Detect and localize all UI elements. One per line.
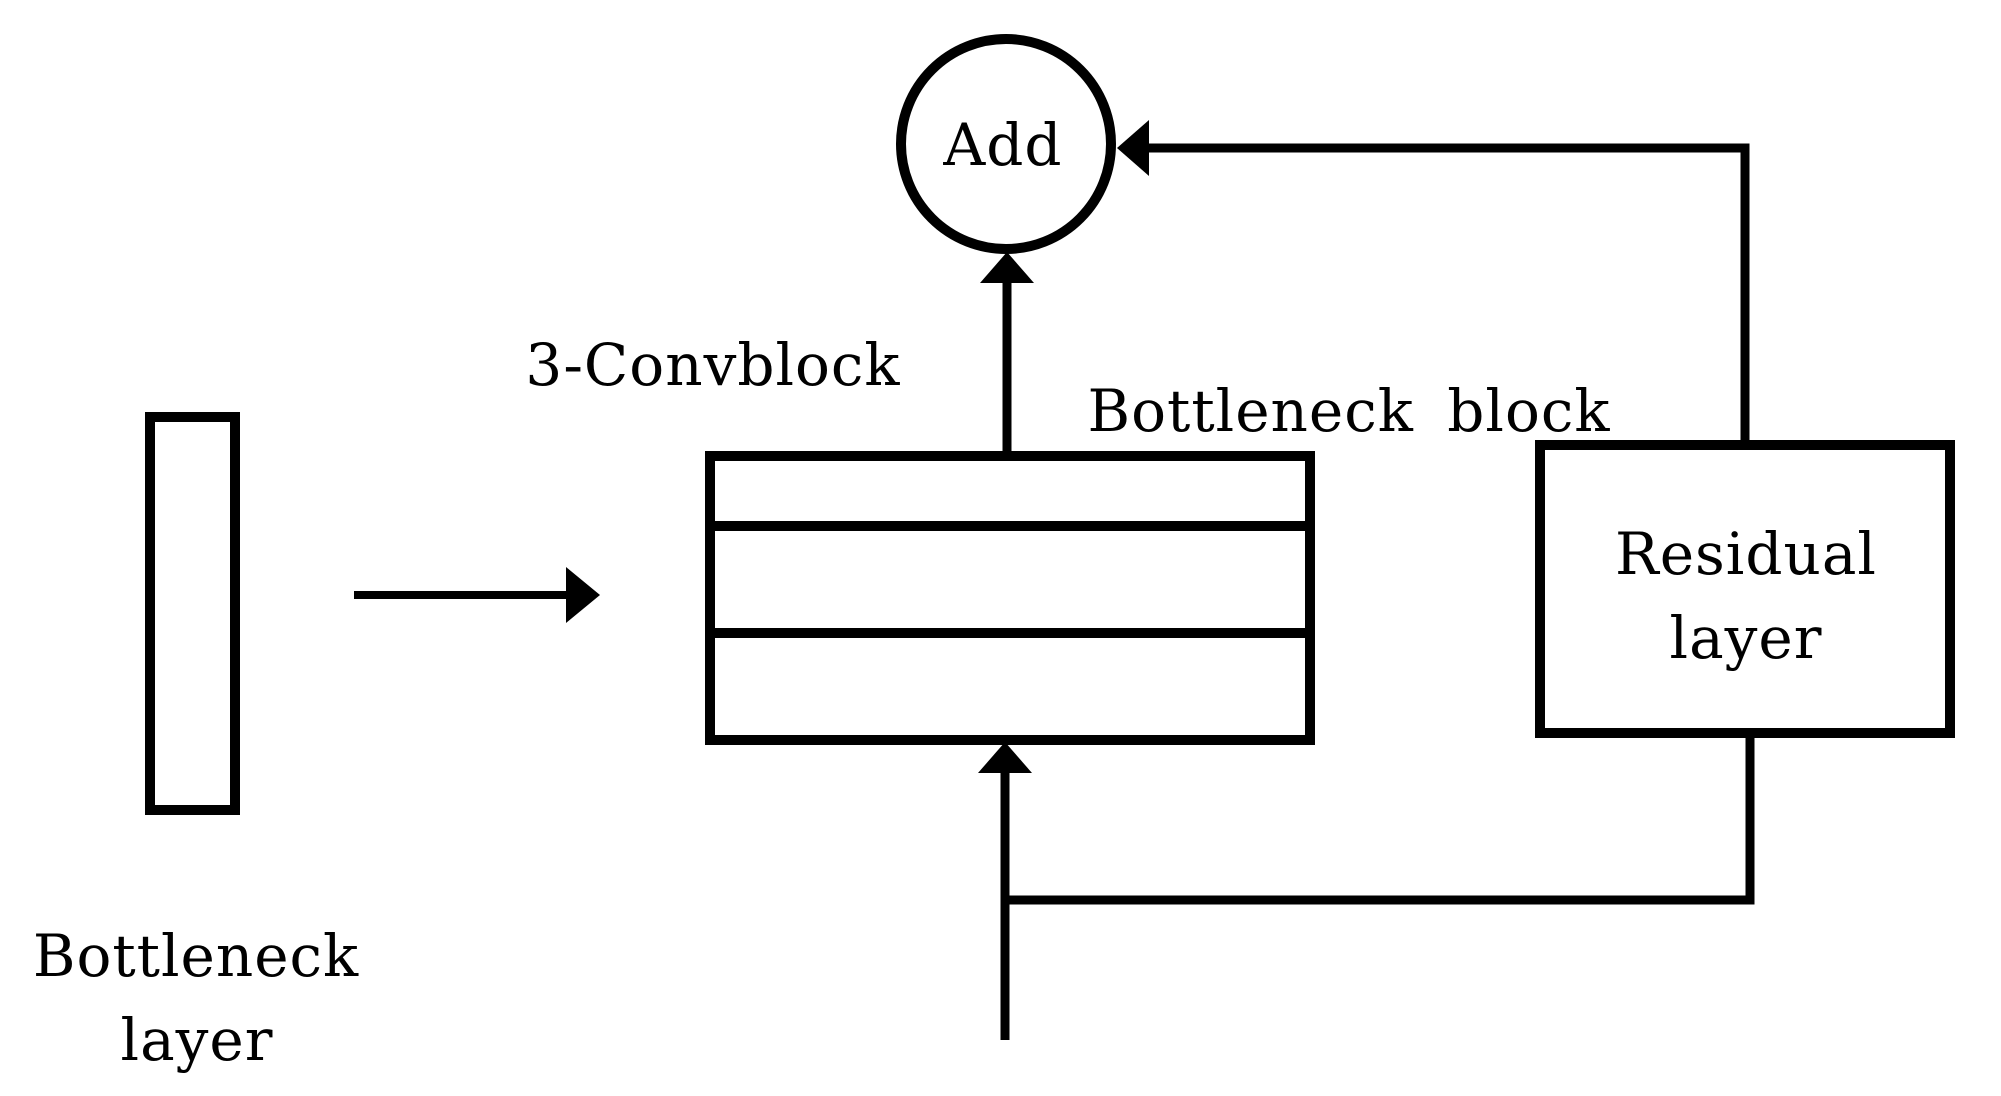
arrowhead-left-icon [1117, 120, 1149, 176]
bottleneck-layer-label-line2: layer [121, 1006, 274, 1074]
arrowhead-right-icon [566, 567, 600, 623]
arrow-residual-to-add [1117, 120, 1750, 445]
arrow-input-to-convblock [978, 742, 1032, 1040]
residual-layer-label-line1: Residual [1615, 520, 1877, 588]
bottleneck-layer-rect [145, 412, 240, 815]
residual-layer-label-line2: layer [1670, 604, 1823, 672]
add-node-circle [896, 34, 1116, 254]
convblock-stack [705, 451, 1315, 745]
add-node-label: Add [942, 111, 1062, 179]
residual-layer-rect [1535, 440, 1955, 738]
wire-input-to-residual [1005, 736, 1755, 905]
arrow-bottleneck-to-convblock [354, 567, 600, 623]
bottleneck-layer-label-line1: Bottleneck [33, 922, 359, 990]
bottleneck-block-label: Bottleneck block [1088, 377, 1611, 445]
arrowhead-up-icon [978, 742, 1032, 773]
arrow-convblock-to-add [980, 252, 1034, 458]
convblock-outer-rect [705, 451, 1315, 745]
arrowhead-up-icon [980, 252, 1034, 283]
arrow-elbow-wire [1148, 143, 1750, 445]
convblock-label: 3-Convblock [525, 331, 900, 399]
